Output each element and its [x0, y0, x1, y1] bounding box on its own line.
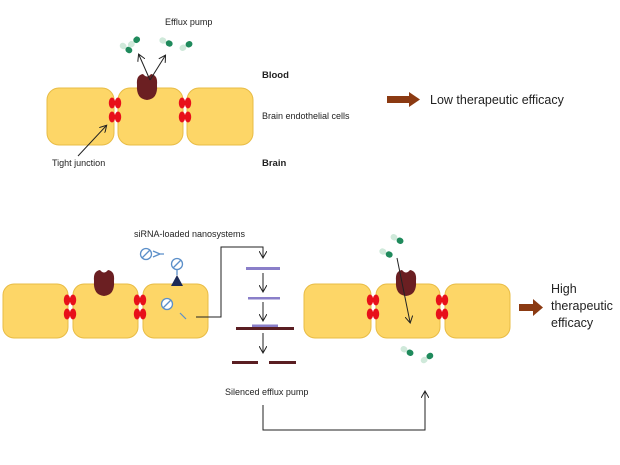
efflux-pump-label: Efflux pump [165, 17, 212, 27]
high-efficacy-label-1: High [551, 282, 577, 296]
sirna-strand-icon [246, 267, 280, 270]
silenced-pump-label: Silenced efflux pump [225, 387, 308, 397]
sirna-strand-icon [252, 324, 278, 327]
receptor-icon [171, 275, 183, 286]
endothelial-cell [46, 87, 115, 146]
efflux-pump-icon [93, 270, 115, 296]
tight-junction-label: Tight junction [52, 158, 105, 168]
bottom-left-cell-layer [2, 283, 209, 339]
blood-label: Blood [262, 70, 289, 81]
endothelial-cell [142, 283, 209, 339]
silenced-efflux-pump-icon [395, 270, 417, 296]
low-efficacy-label: Low therapeutic efficacy [430, 93, 565, 107]
drug-capsule-icon [399, 344, 415, 358]
sirna-strand-icon [248, 297, 280, 300]
endothelial-cell [444, 283, 511, 339]
nanoparticle-free [139, 247, 164, 261]
high-efficacy-label-2: therapeutic [551, 299, 613, 313]
endothelial-label: Brain endothelial cells [262, 111, 350, 121]
drug-capsule-icon [419, 351, 435, 365]
return-connector [262, 392, 425, 431]
endothelial-cell [2, 283, 69, 339]
drug-capsule-icon [378, 247, 394, 259]
nanoparticle-icon [170, 257, 184, 271]
brain-label: Brain [262, 158, 286, 169]
mrna-strand-icon [236, 327, 294, 330]
drug-capsule-icon [158, 36, 174, 48]
cleaved-mrna-icon [232, 361, 258, 364]
nanoparticle-bound [170, 257, 184, 286]
endothelial-cell [186, 87, 254, 146]
thick-arrow-icon [387, 92, 420, 107]
high-efficacy-label-3: efficacy [551, 316, 594, 330]
drug-entry-arrow [396, 257, 410, 322]
pump-out-arrow [139, 55, 151, 81]
thick-arrow-icon [519, 299, 543, 316]
drug-capsule-icon [126, 35, 142, 49]
sirna-release-mark [179, 312, 187, 320]
bottom-right-cell-layer [303, 283, 511, 339]
ligand-icon [152, 250, 164, 258]
pump-out-arrow [149, 56, 165, 81]
drug-capsule-icon [178, 39, 194, 53]
nanoparticle-icon [160, 297, 174, 311]
tight-junction-pointer [77, 126, 106, 157]
cascade-connector [196, 246, 263, 318]
endothelial-cell [303, 283, 372, 339]
nanoparticle-icon [139, 247, 153, 261]
efflux-pump-icon [136, 74, 158, 100]
sirna-cascade [232, 267, 296, 364]
drug-capsule-icon [389, 232, 405, 246]
cleaved-mrna-icon [269, 361, 296, 364]
sirna-label: siRNA-loaded nanosystems [134, 229, 246, 239]
